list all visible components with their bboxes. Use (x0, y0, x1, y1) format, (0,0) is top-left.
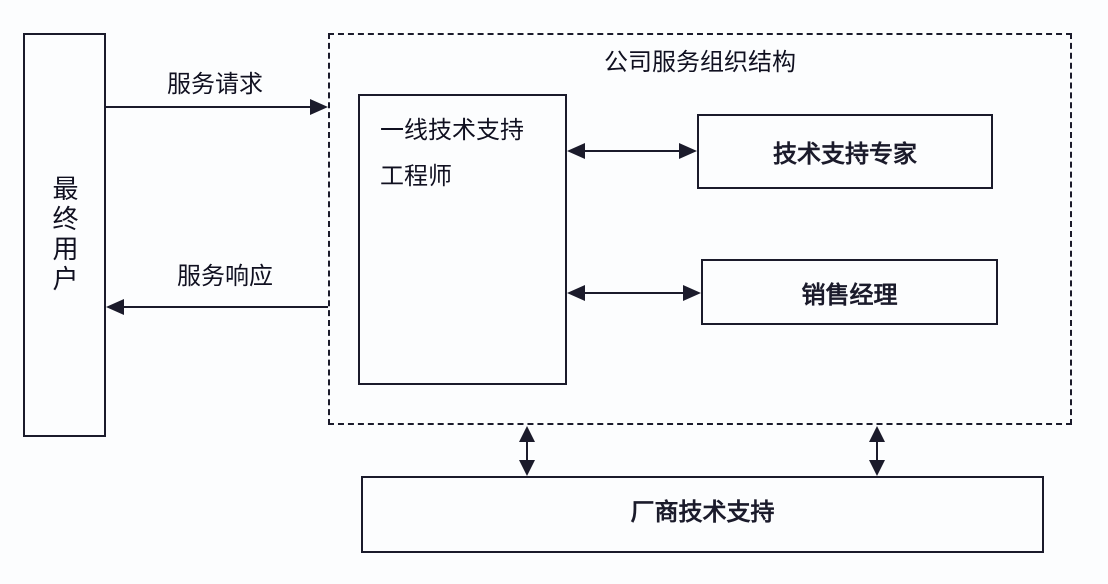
end-user-label: 最终用户 (49, 175, 79, 295)
org-vendor-arrow-right (869, 426, 885, 476)
sales-manager-box: 销售经理 (701, 259, 998, 325)
service-response-arrow (106, 299, 328, 315)
arrowhead-left-icon (106, 299, 124, 315)
org-vendor-arrow-left (519, 426, 535, 476)
tech-expert-label: 技术支持专家 (773, 141, 917, 168)
first-line-engineer-box: 一线技术支持 工程师 (358, 94, 567, 385)
service-request-label: 服务请求 (167, 71, 263, 98)
org-structure-title: 公司服务组织结构 (604, 49, 796, 76)
arrowhead-down-icon (519, 460, 535, 476)
arrow-shaft (583, 292, 685, 294)
engineer-label-line2: 工程师 (380, 163, 452, 190)
service-request-arrow (106, 99, 328, 115)
arrowhead-left-icon (567, 285, 585, 301)
arrow-shaft (583, 150, 681, 152)
arrow-shaft (876, 440, 878, 462)
arrowhead-down-icon (869, 460, 885, 476)
vendor-support-box: 厂商技术支持 (361, 476, 1044, 553)
engineer-expert-arrow (567, 143, 697, 159)
service-response-label: 服务响应 (177, 263, 273, 290)
arrowhead-right-icon (679, 143, 697, 159)
arrow-shaft (106, 106, 312, 108)
arrowhead-right-icon (683, 285, 701, 301)
arrowhead-left-icon (567, 143, 585, 159)
arrow-shaft (122, 306, 328, 308)
arrowhead-right-icon (310, 99, 328, 115)
vendor-support-label: 厂商技术支持 (630, 499, 775, 526)
sales-manager-label: 销售经理 (801, 281, 898, 309)
tech-expert-box: 技术支持专家 (697, 114, 993, 189)
arrow-shaft (526, 440, 528, 462)
arrowhead-up-icon (869, 426, 885, 442)
arrowhead-up-icon (519, 426, 535, 442)
engineer-label-line1: 一线技术支持 (380, 117, 524, 144)
end-user-box: 最终用户 (23, 33, 106, 437)
engineer-sales-arrow (567, 285, 701, 301)
org-structure-frame (328, 33, 1072, 425)
